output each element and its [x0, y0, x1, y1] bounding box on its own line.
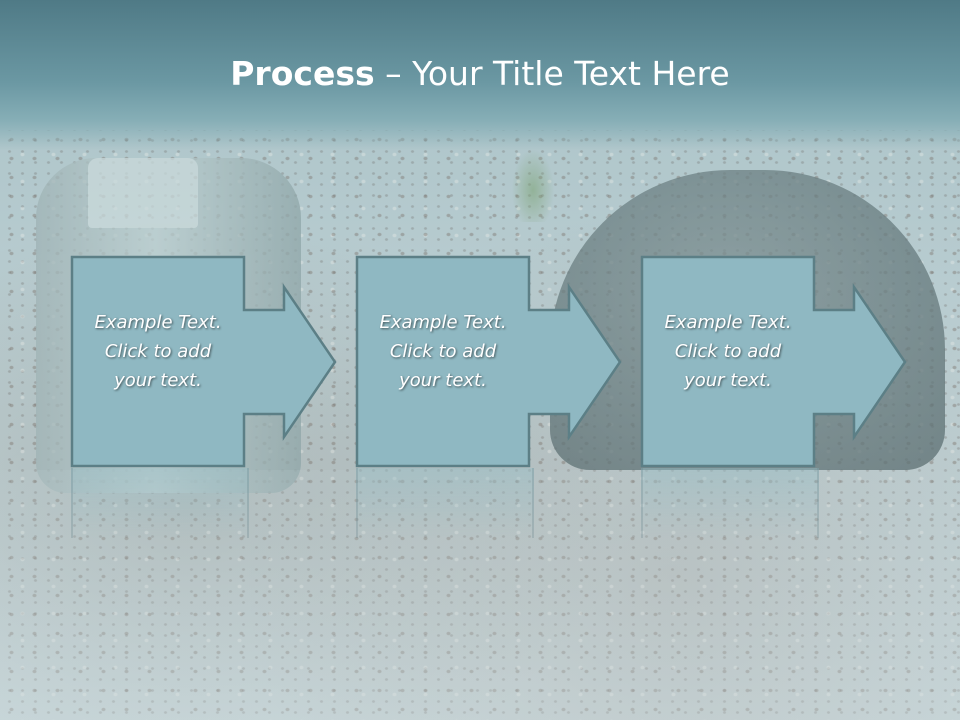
process-step-1[interactable]: Example Text. Click to add your text.: [70, 255, 343, 538]
page-title[interactable]: Process – Your Title Text Here: [0, 52, 960, 96]
title-rest: – Your Title Text Here: [374, 54, 730, 93]
step-text[interactable]: Example Text. Click to add your text.: [358, 308, 528, 395]
step-text[interactable]: Example Text. Click to add your text.: [643, 308, 813, 395]
bin-lid: [88, 158, 198, 228]
step-line-3: your text.: [399, 370, 487, 391]
arrow-box-shape: [355, 255, 622, 468]
arrow-box-shape: [70, 255, 337, 468]
process-step-2[interactable]: Example Text. Click to add your text.: [355, 255, 628, 538]
step-reflection: [71, 468, 249, 538]
step-line-1: Example Text.: [664, 312, 792, 333]
title-band: [0, 0, 960, 150]
bottom-fade: [0, 470, 960, 720]
step-line-2: Click to add: [389, 341, 497, 362]
step-line-3: your text.: [684, 370, 772, 391]
process-step-3[interactable]: Example Text. Click to add your text.: [640, 255, 913, 538]
arrow-box-shape: [640, 255, 907, 468]
step-line-3: your text.: [114, 370, 202, 391]
step-text[interactable]: Example Text. Click to add your text.: [73, 308, 243, 395]
step-line-2: Click to add: [104, 341, 212, 362]
step-line-2: Click to add: [674, 341, 782, 362]
step-line-1: Example Text.: [94, 312, 222, 333]
step-line-1: Example Text.: [379, 312, 507, 333]
title-bold: Process: [230, 54, 375, 93]
step-reflection: [641, 468, 819, 538]
step-reflection: [356, 468, 534, 538]
plant: [508, 142, 558, 222]
